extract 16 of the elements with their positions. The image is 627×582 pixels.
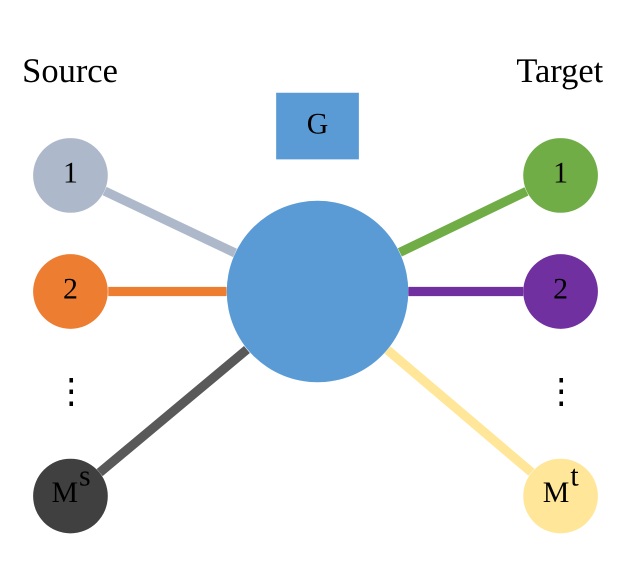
label: Target — [516, 51, 604, 90]
connector — [398, 186, 528, 256]
node-circle: 2 — [523, 254, 598, 328]
node-circle: 2 — [33, 254, 108, 328]
node-box: G — [276, 92, 359, 159]
connector — [108, 286, 227, 296]
connector — [408, 286, 524, 296]
label: ⋮ — [544, 372, 578, 410]
connector — [102, 186, 237, 257]
node-circle — [226, 200, 408, 382]
node-circle: 1 — [523, 138, 598, 212]
label: Source — [22, 51, 118, 90]
connector — [96, 346, 250, 476]
label: ⋮ — [54, 372, 88, 410]
node-circle: 1 — [33, 138, 108, 212]
connector — [384, 346, 534, 476]
